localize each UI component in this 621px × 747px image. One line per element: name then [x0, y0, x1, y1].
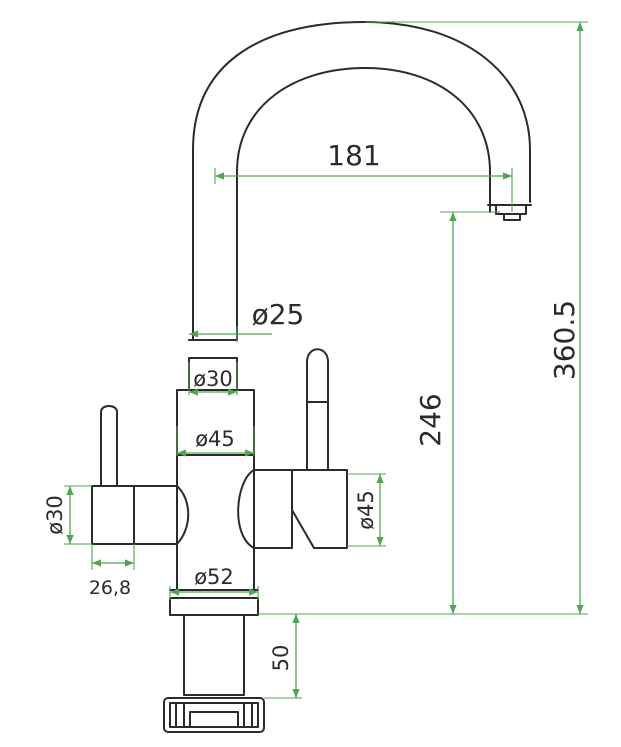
right-handle-lever-block: [253, 469, 348, 549]
dimension-labels: 181 ø25 ø30 ø45 ø30 26,8 ø45 ø52 246 360…: [43, 139, 581, 671]
label-neck-diameter: ø30: [193, 367, 233, 391]
body-section: [176, 389, 255, 591]
base-collar: [169, 597, 259, 616]
label-shank-length: 50: [269, 645, 293, 672]
spout-outer-contour: [192, 21, 531, 341]
label-base-diameter: ø52: [194, 565, 234, 589]
label-spout-tube-diameter: ø25: [252, 298, 305, 331]
dimension-lines: [64, 21, 588, 699]
label-right-handle-diameter: ø45: [354, 490, 378, 530]
label-body-diameter: ø45: [195, 427, 235, 451]
label-outlet-height: 246: [414, 393, 447, 446]
mounting-nut: [163, 697, 265, 733]
left-handle-body: [91, 485, 190, 545]
label-spout-reach: 181: [327, 139, 380, 172]
spout-aerator: [487, 204, 532, 221]
label-total-height: 360.5: [548, 300, 581, 380]
right-lever: [306, 348, 329, 471]
shank: [183, 614, 245, 696]
right-handle-body: [237, 469, 255, 549]
faucet-outline: [91, 21, 532, 733]
label-left-handle-length: 26,8: [89, 577, 131, 599]
label-left-handle-diameter: ø30: [43, 495, 67, 535]
spout-inner-contour: [236, 67, 491, 341]
left-lever: [100, 405, 118, 487]
